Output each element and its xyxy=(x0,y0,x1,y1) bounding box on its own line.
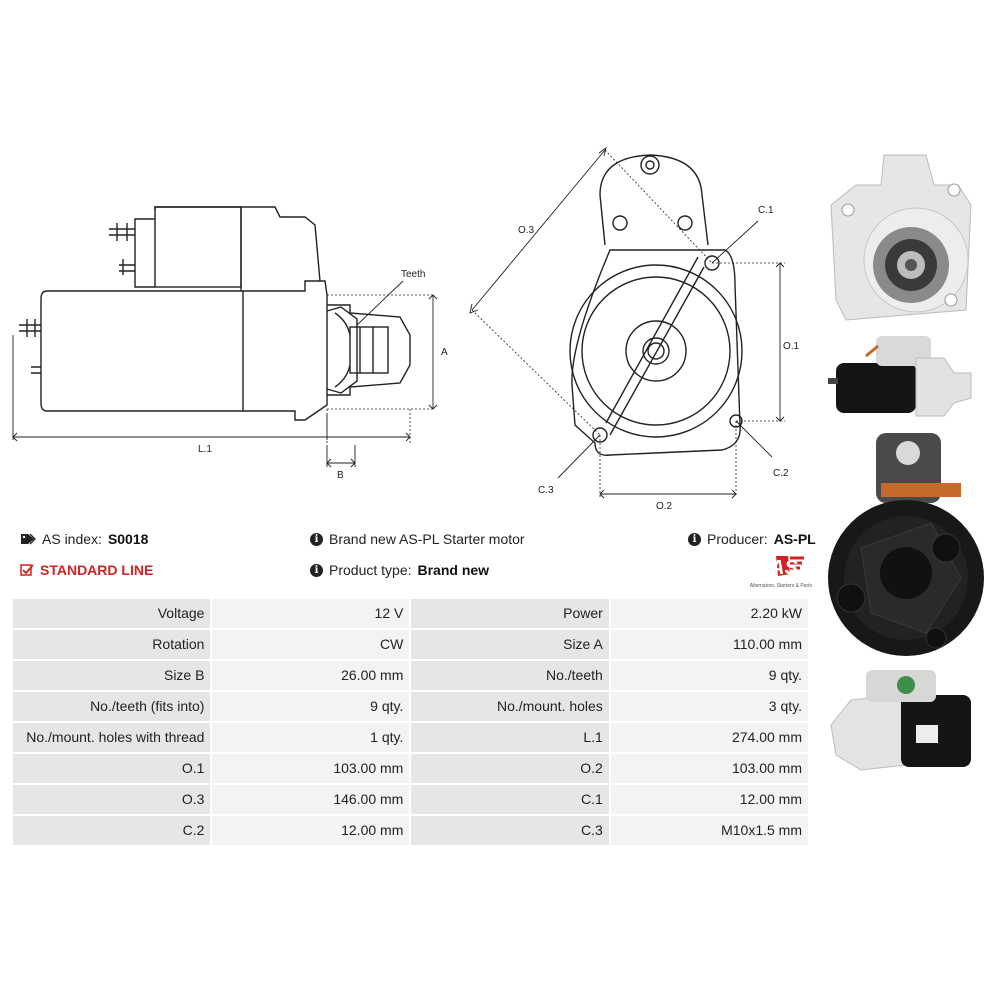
photo-side-view xyxy=(828,336,972,417)
producer-value: AS-PL xyxy=(773,531,816,547)
spec-value: 9 qty. xyxy=(610,661,808,690)
spec-value: 9 qty. xyxy=(212,692,410,721)
spec-label: No./mount. holes with thread xyxy=(13,723,211,752)
size-b-label: B xyxy=(337,470,344,481)
spec-value: 12 V xyxy=(212,599,410,628)
spec-value: CW xyxy=(212,630,410,659)
as-index-label: AS index: xyxy=(42,531,102,547)
spec-label: C.3 xyxy=(411,816,609,845)
spec-value: 2.20 kW xyxy=(610,599,808,628)
info-icon: i xyxy=(310,563,323,577)
photo-front-view xyxy=(830,154,972,321)
teeth-label: Teeth xyxy=(401,269,425,280)
o3-label: O.3 xyxy=(518,225,535,236)
spec-label: No./mount. holes xyxy=(411,692,609,721)
spec-label: Power xyxy=(411,599,609,628)
as-pl-logo: AS Alternators, Starters & Parts xyxy=(732,554,812,589)
spec-label: Voltage xyxy=(13,599,211,628)
spec-label: O.2 xyxy=(411,754,609,783)
spec-label: O.1 xyxy=(13,754,211,783)
spec-value: 12.00 mm xyxy=(212,816,410,845)
logo-tagline: Alternators, Starters & Parts xyxy=(749,583,812,589)
spec-label: O.3 xyxy=(13,785,211,814)
spec-value: 146.00 mm xyxy=(212,785,410,814)
spec-label: C.2 xyxy=(13,816,211,845)
length-l1-label: L.1 xyxy=(198,444,212,455)
o1-label: O.1 xyxy=(783,341,800,352)
producer-label: Producer: xyxy=(707,531,768,547)
logo-mark-icon: AS xyxy=(769,556,804,579)
spec-value: M10x1.5 mm xyxy=(610,816,808,845)
spec-value: 3 qty. xyxy=(610,692,808,721)
standard-line-row: STANDARD LINE xyxy=(20,562,153,578)
product-type-label: Product type: xyxy=(329,562,412,578)
spec-label: Rotation xyxy=(13,630,211,659)
spec-value: 1 qty. xyxy=(212,723,410,752)
spec-label: No./teeth xyxy=(411,661,609,690)
c2-label: C.2 xyxy=(773,468,789,479)
producer-row: i Producer: AS-PL xyxy=(688,531,816,547)
tag-icon xyxy=(21,533,36,545)
spec-label: No./teeth (fits into) xyxy=(13,692,211,721)
photo-angled-view xyxy=(830,670,971,771)
spec-value: 103.00 mm xyxy=(212,754,410,783)
product-description: Brand new AS-PL Starter motor xyxy=(329,531,525,547)
spec-value: 274.00 mm xyxy=(610,723,808,752)
checkbox-checked-icon xyxy=(20,564,34,576)
spec-value: 110.00 mm xyxy=(610,630,808,659)
spec-value: 12.00 mm xyxy=(610,785,808,814)
spec-label: C.1 xyxy=(411,785,609,814)
table-row: No./teeth (fits into)9 qty.No./mount. ho… xyxy=(13,692,808,721)
spec-label: L.1 xyxy=(411,723,609,752)
description-row: i Brand new AS-PL Starter motor xyxy=(310,531,525,547)
spec-label: Size B xyxy=(13,661,211,690)
spec-value: 26.00 mm xyxy=(212,661,410,690)
c1-label: C.1 xyxy=(758,205,774,216)
info-icon: i xyxy=(310,532,323,546)
size-a-label: A xyxy=(441,347,448,358)
product-type-value: Brand new xyxy=(417,562,490,578)
as-index-row: AS index: S0018 xyxy=(20,531,148,547)
c3-label: C.3 xyxy=(538,485,554,496)
spec-label: Size A xyxy=(411,630,609,659)
product-type-row: i Product type: Brand new xyxy=(310,562,489,578)
standard-line-label: STANDARD LINE xyxy=(40,562,154,578)
photo-rear-view xyxy=(828,433,984,656)
o2-label: O.2 xyxy=(656,501,673,512)
spec-value: 103.00 mm xyxy=(610,754,808,783)
front-view-diagram: O.3 C.1 O.1 C.2 C.3 O.2 xyxy=(469,146,800,512)
side-view-diagram: Teeth A B L.1 xyxy=(12,206,448,481)
info-icon: i xyxy=(688,532,701,546)
as-index-value: S0018 xyxy=(107,531,149,547)
logo-text: AS xyxy=(769,557,798,578)
